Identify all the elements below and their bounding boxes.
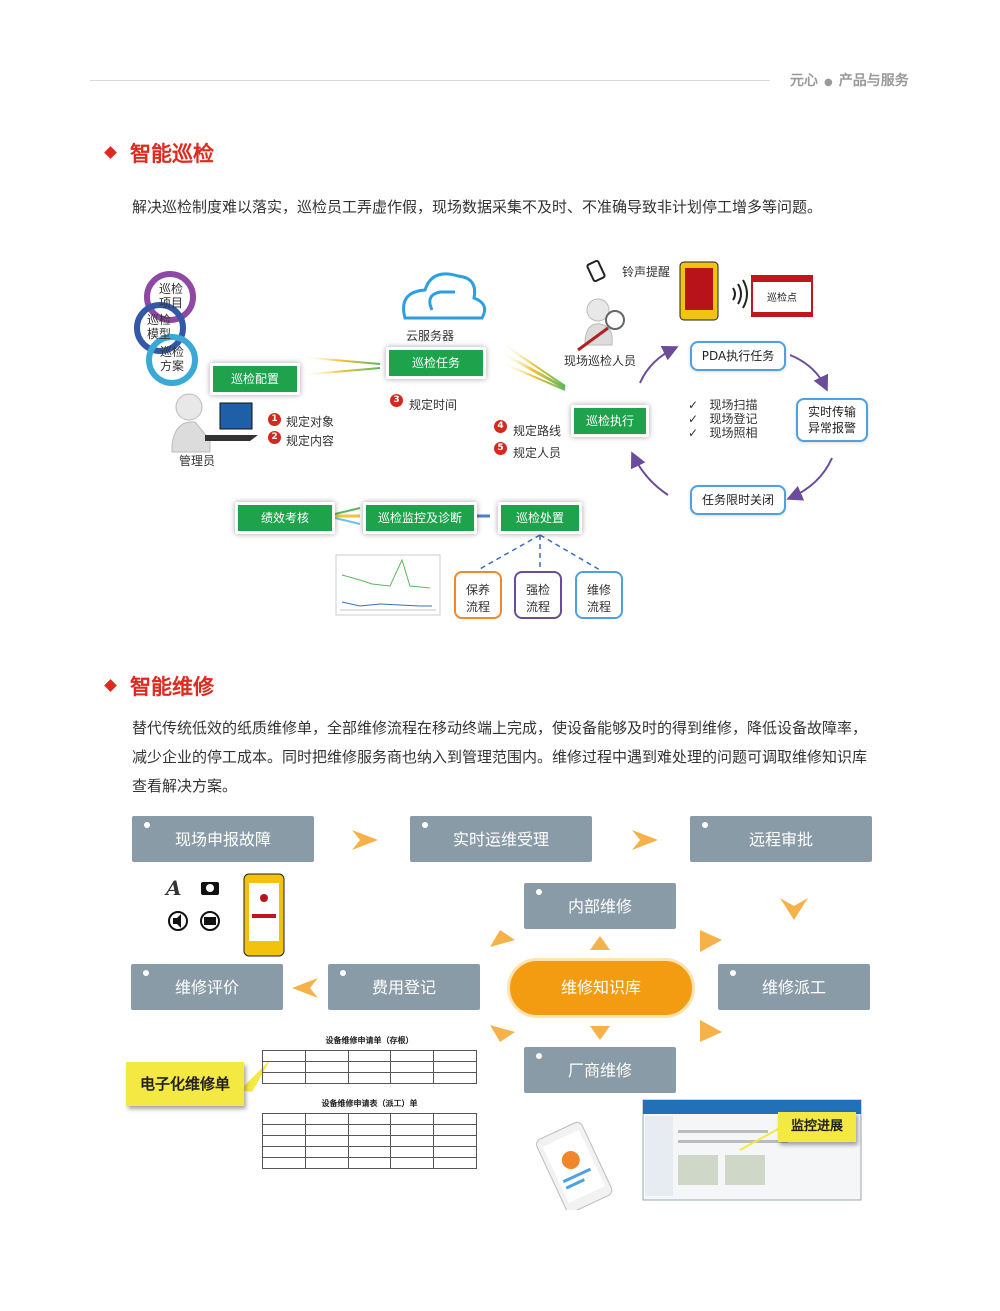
ring-label: 铃声提醒 bbox=[622, 265, 671, 279]
separator-dot: ● bbox=[824, 77, 833, 88]
box-realtime: 实时传输 异常报警 bbox=[796, 398, 868, 442]
btn-assess[interactable]: 绩效考核 bbox=[235, 502, 335, 534]
inspector-label: 现场巡检人员 bbox=[564, 354, 637, 368]
check-item: ✓ 现场登记 bbox=[688, 412, 758, 426]
phone-app-image bbox=[536, 1121, 613, 1210]
btn-monitor[interactable]: 巡检监控及诊断 bbox=[363, 502, 477, 534]
section-marker bbox=[104, 679, 117, 692]
btn-task[interactable]: 巡检任务 bbox=[386, 347, 486, 379]
cloud-label: 云服务器 bbox=[406, 329, 455, 343]
step-accept: 实时运维受理 bbox=[410, 816, 592, 862]
form2-title: 设备维修申请表（派工）单 bbox=[321, 1099, 418, 1108]
badge-5: 5 bbox=[494, 442, 507, 455]
step-cost: 费用登记 bbox=[328, 964, 480, 1010]
camera-icon bbox=[201, 882, 219, 895]
bullet bbox=[536, 1053, 542, 1059]
step-vendor: 厂商维修 bbox=[524, 1047, 676, 1093]
knowledge-base: 维修知识库 bbox=[507, 958, 695, 1018]
inspection-diagram-lines bbox=[134, 259, 833, 616]
bullet bbox=[143, 970, 149, 976]
bullet bbox=[422, 822, 428, 828]
text-icon: A bbox=[166, 876, 182, 900]
step-approve: 远程审批 bbox=[690, 816, 872, 862]
flow-fan-arrows bbox=[299, 341, 566, 525]
step-evaluate: 维修评价 bbox=[131, 964, 283, 1010]
badge-3: 3 bbox=[390, 394, 403, 407]
cycle-label-model: 巡检模型 bbox=[146, 313, 171, 341]
form1-title: 设备维修申请单（存根） bbox=[325, 1036, 414, 1045]
box-pda-task: PDA执行任务 bbox=[690, 341, 786, 371]
rule-content: 规定内容 bbox=[286, 434, 335, 448]
checkpoint-card bbox=[751, 275, 813, 317]
speaker-icon bbox=[168, 911, 188, 931]
btn-handle[interactable]: 巡检处置 bbox=[498, 502, 582, 534]
bullet bbox=[340, 970, 346, 976]
manager-label: 管理员 bbox=[179, 454, 216, 468]
process-inspection: 强检 流程 bbox=[514, 571, 562, 619]
badge-1: 1 bbox=[268, 413, 281, 426]
flow-chevrons bbox=[292, 830, 808, 1042]
header-rule bbox=[90, 80, 770, 81]
rule-object: 规定对象 bbox=[286, 415, 335, 429]
bullet bbox=[730, 970, 736, 976]
box-close-task: 任务限时关闭 bbox=[690, 485, 786, 515]
process-maintenance: 保养 流程 bbox=[454, 571, 502, 619]
checkpoint-title: 巡检点 bbox=[767, 293, 797, 304]
btn-config[interactable]: 巡检配置 bbox=[210, 363, 300, 395]
mobile-device bbox=[243, 873, 285, 957]
process-repair: 维修 流程 bbox=[575, 571, 623, 619]
rule-route: 规定路线 bbox=[513, 424, 562, 438]
brand-name: 元心 bbox=[790, 73, 818, 89]
bullet bbox=[144, 822, 150, 828]
signal-icon bbox=[732, 279, 748, 309]
inspection-description: 解决巡检制度难以落实，巡检员工弄虚作假，现场数据采集不及时、不准确导致非计划停工… bbox=[132, 198, 823, 216]
bullet bbox=[536, 889, 542, 895]
form1-table bbox=[262, 1050, 477, 1084]
rule-time: 规定时间 bbox=[409, 398, 458, 412]
manager-figure bbox=[171, 393, 258, 453]
monitor-note: 监控进展 bbox=[778, 1112, 856, 1142]
pda-device bbox=[679, 261, 719, 321]
maintenance-diagram-arrows bbox=[168, 830, 862, 1210]
bullet bbox=[702, 822, 708, 828]
form2-table bbox=[262, 1113, 477, 1169]
step-dispatch: 维修派工 bbox=[718, 964, 870, 1010]
inspector-figure bbox=[577, 298, 625, 352]
check-item: ✓ 现场照相 bbox=[688, 426, 758, 440]
badge-4: 4 bbox=[494, 420, 507, 433]
section-marker bbox=[104, 146, 117, 159]
check-list: ✓ 现场扫描 ✓ 现场登记 ✓ 现场照相 bbox=[688, 398, 758, 440]
step-internal: 内部维修 bbox=[524, 883, 676, 929]
maintenance-title: 智能维修 bbox=[130, 675, 214, 699]
cycle-label-plan: 巡检方案 bbox=[159, 345, 184, 373]
step-report: 现场申报故障 bbox=[132, 816, 314, 862]
monitor-chart-thumbnail bbox=[335, 554, 441, 616]
cycle-label-item: 巡检项目 bbox=[158, 282, 183, 310]
video-icon bbox=[200, 911, 220, 931]
section-name: 产品与服务 bbox=[838, 73, 909, 89]
process-dashes bbox=[477, 534, 601, 571]
badge-2: 2 bbox=[268, 431, 281, 444]
maintenance-description: 替代传统低效的纸质维修单，全部维修流程在移动终端上完成，使设备能够及时的得到维修… bbox=[132, 719, 868, 795]
eform-note: 电子化维修单 bbox=[126, 1062, 244, 1106]
check-item: ✓ 现场扫描 bbox=[688, 398, 758, 412]
cycle-circles bbox=[134, 271, 198, 386]
ring-phone-icon bbox=[586, 259, 606, 283]
cloud-icon bbox=[402, 272, 487, 320]
rule-person: 规定人员 bbox=[513, 446, 562, 460]
pda-cycle-arrows bbox=[630, 345, 833, 501]
inspection-title: 智能巡检 bbox=[130, 142, 214, 166]
header-brand: 元心 ● 产品与服务 bbox=[790, 70, 909, 90]
btn-execute[interactable]: 巡检执行 bbox=[571, 405, 649, 437]
